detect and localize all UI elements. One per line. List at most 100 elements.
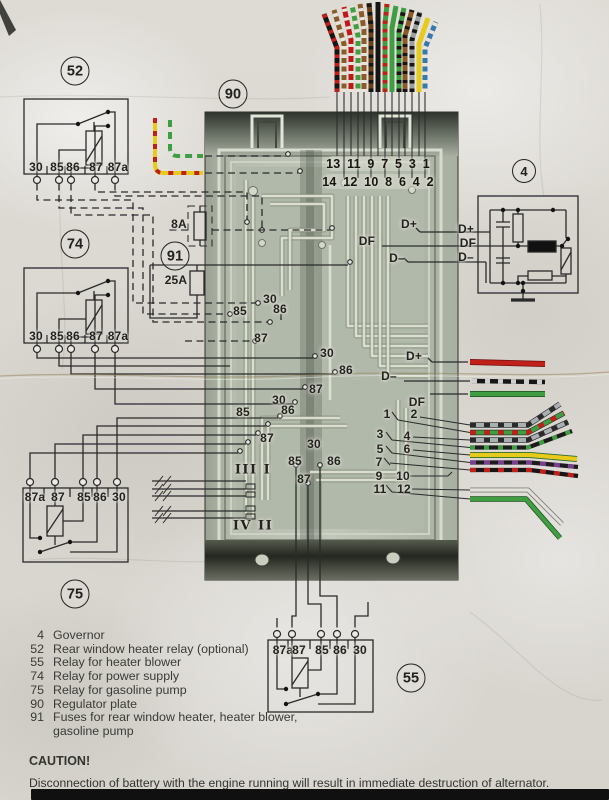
legend-label: Governor bbox=[53, 628, 105, 642]
fuse-8a bbox=[165, 205, 335, 247]
relay74-terminal-label: 85 bbox=[50, 329, 64, 343]
relay-75-box bbox=[22, 487, 129, 563]
relay52-terminal-label: 87 bbox=[89, 160, 103, 174]
relay-52-pads bbox=[227, 219, 273, 344]
plate-rivets bbox=[248, 178, 416, 249]
callout-fuses: 91 bbox=[160, 241, 190, 271]
caution-block: CAUTION! Disconnection of battery with t… bbox=[29, 754, 604, 790]
relay55-terminal-label: 87 bbox=[292, 643, 306, 657]
plate-label: 86 bbox=[339, 363, 353, 377]
legend-label: Regulator plate bbox=[53, 696, 138, 711]
legend-number: 75 bbox=[30, 682, 44, 697]
plate-label: 87 bbox=[260, 431, 274, 445]
legend-row: 55 Relay for heater blower bbox=[14, 656, 396, 670]
fuse-8a-label: 8A bbox=[171, 217, 187, 231]
plate-label: 30 bbox=[307, 437, 321, 451]
plate-label: 86 bbox=[273, 302, 287, 316]
relay-74-wiring bbox=[36, 352, 338, 405]
callout-relay55: 55 bbox=[396, 663, 426, 693]
output-leads bbox=[383, 411, 471, 500]
relay52-terminal-label: 87a bbox=[107, 160, 129, 174]
plate-label: 87 bbox=[297, 472, 311, 486]
regulator-plate bbox=[204, 111, 459, 581]
output-number: 11 bbox=[373, 482, 387, 496]
panel-df-label: DF bbox=[358, 234, 376, 248]
legend-label: Relay for gasoline pump bbox=[53, 682, 187, 697]
bottom-black-bar bbox=[31, 789, 609, 800]
legend-number: 90 bbox=[30, 696, 44, 711]
fuse-icon bbox=[193, 211, 207, 241]
legend-number: 4 bbox=[37, 628, 44, 642]
plate-label: 85 bbox=[236, 405, 250, 419]
governor-df-label: DF bbox=[459, 236, 477, 250]
output-number: 2 bbox=[410, 407, 418, 421]
legend-number: 55 bbox=[30, 655, 44, 670]
fan-leads bbox=[336, 92, 426, 178]
output-number: 3 bbox=[376, 427, 384, 441]
governor-dminus-label: D– bbox=[458, 250, 474, 264]
legend-label: Fuses for rear window heater, heater blo… bbox=[53, 710, 298, 738]
alternator-output-wires bbox=[404, 357, 546, 397]
legend-row: 90 Regulator plate bbox=[14, 696, 396, 712]
relay55-terminal-label: 30 bbox=[353, 643, 367, 657]
relay52-terminal-label: 86 bbox=[66, 160, 80, 174]
corner-mark bbox=[0, 0, 16, 36]
governor-circuit bbox=[382, 195, 579, 302]
output-number: 9 bbox=[375, 469, 383, 483]
relay55-terminal-label: 85 bbox=[315, 643, 329, 657]
relay75-terminal-label: 87 bbox=[51, 490, 65, 504]
panel-dplus-label: D+ bbox=[400, 217, 418, 231]
plate-label: 30 bbox=[320, 346, 334, 360]
legend-row: 4 Governor bbox=[14, 628, 396, 643]
output-df-label: DF bbox=[408, 395, 426, 409]
relay74-terminal-label: 87a bbox=[107, 329, 129, 343]
relay75-terminal-label: 87a bbox=[24, 490, 46, 504]
relay-75-wiring bbox=[29, 413, 283, 479]
legend-label: Relay for heater blower bbox=[53, 655, 182, 670]
plate-label: 86 bbox=[327, 454, 341, 468]
relay-75 bbox=[22, 477, 129, 563]
output-number: 10 bbox=[396, 469, 410, 483]
output-number: 7 bbox=[375, 455, 383, 469]
governor-box bbox=[477, 195, 579, 294]
fan-wires bbox=[321, 2, 439, 92]
relay-74 bbox=[23, 267, 129, 354]
plate-label: 87 bbox=[254, 331, 268, 345]
relay-52-box bbox=[23, 98, 129, 175]
relay75-terminal-label: 85 bbox=[77, 490, 91, 504]
connector-tab-label: IV II bbox=[232, 518, 274, 534]
callout-relay52: 52 bbox=[60, 56, 90, 86]
legend-number: 91 bbox=[30, 710, 44, 725]
plate-pin-row-odd: 13 11 9 7 5 3 1 bbox=[326, 156, 430, 171]
relay75-terminal-label: 30 bbox=[112, 490, 126, 504]
callout-relay74: 74 bbox=[60, 229, 90, 259]
output-number: 6 bbox=[403, 442, 411, 456]
plate-label: 86 bbox=[281, 403, 295, 417]
mounting-bracket-icon bbox=[250, 114, 412, 148]
callout-regulator: 90 bbox=[218, 79, 248, 109]
relay55-terminal-label: 87a bbox=[272, 643, 294, 657]
plate-label: 85 bbox=[288, 454, 302, 468]
panel-dminus-label: D– bbox=[389, 251, 405, 265]
caution-title: CAUTION! bbox=[29, 754, 91, 768]
output-number: 1 bbox=[383, 407, 391, 421]
left-dashed-wires bbox=[153, 118, 303, 175]
output-number: 4 bbox=[403, 429, 411, 443]
relay55-terminal-label: 86 bbox=[333, 643, 347, 657]
connector-tab-wires bbox=[152, 475, 256, 524]
legend-row: 75 Relay for gasoline pump bbox=[14, 682, 396, 698]
governor-dplus-label: D+ bbox=[457, 222, 475, 236]
fuse-icon bbox=[189, 270, 205, 296]
connector-tab-label: III I bbox=[234, 462, 272, 478]
legend-label: Rear window heater relay (optional) bbox=[53, 641, 249, 656]
relay-52-wiring bbox=[36, 183, 282, 342]
plate-label: 30 bbox=[272, 393, 286, 407]
relay-55 bbox=[267, 629, 374, 713]
output-dminus-label: D– bbox=[381, 369, 397, 383]
wire-break-marks bbox=[154, 475, 172, 524]
relay-74-box bbox=[23, 267, 129, 344]
